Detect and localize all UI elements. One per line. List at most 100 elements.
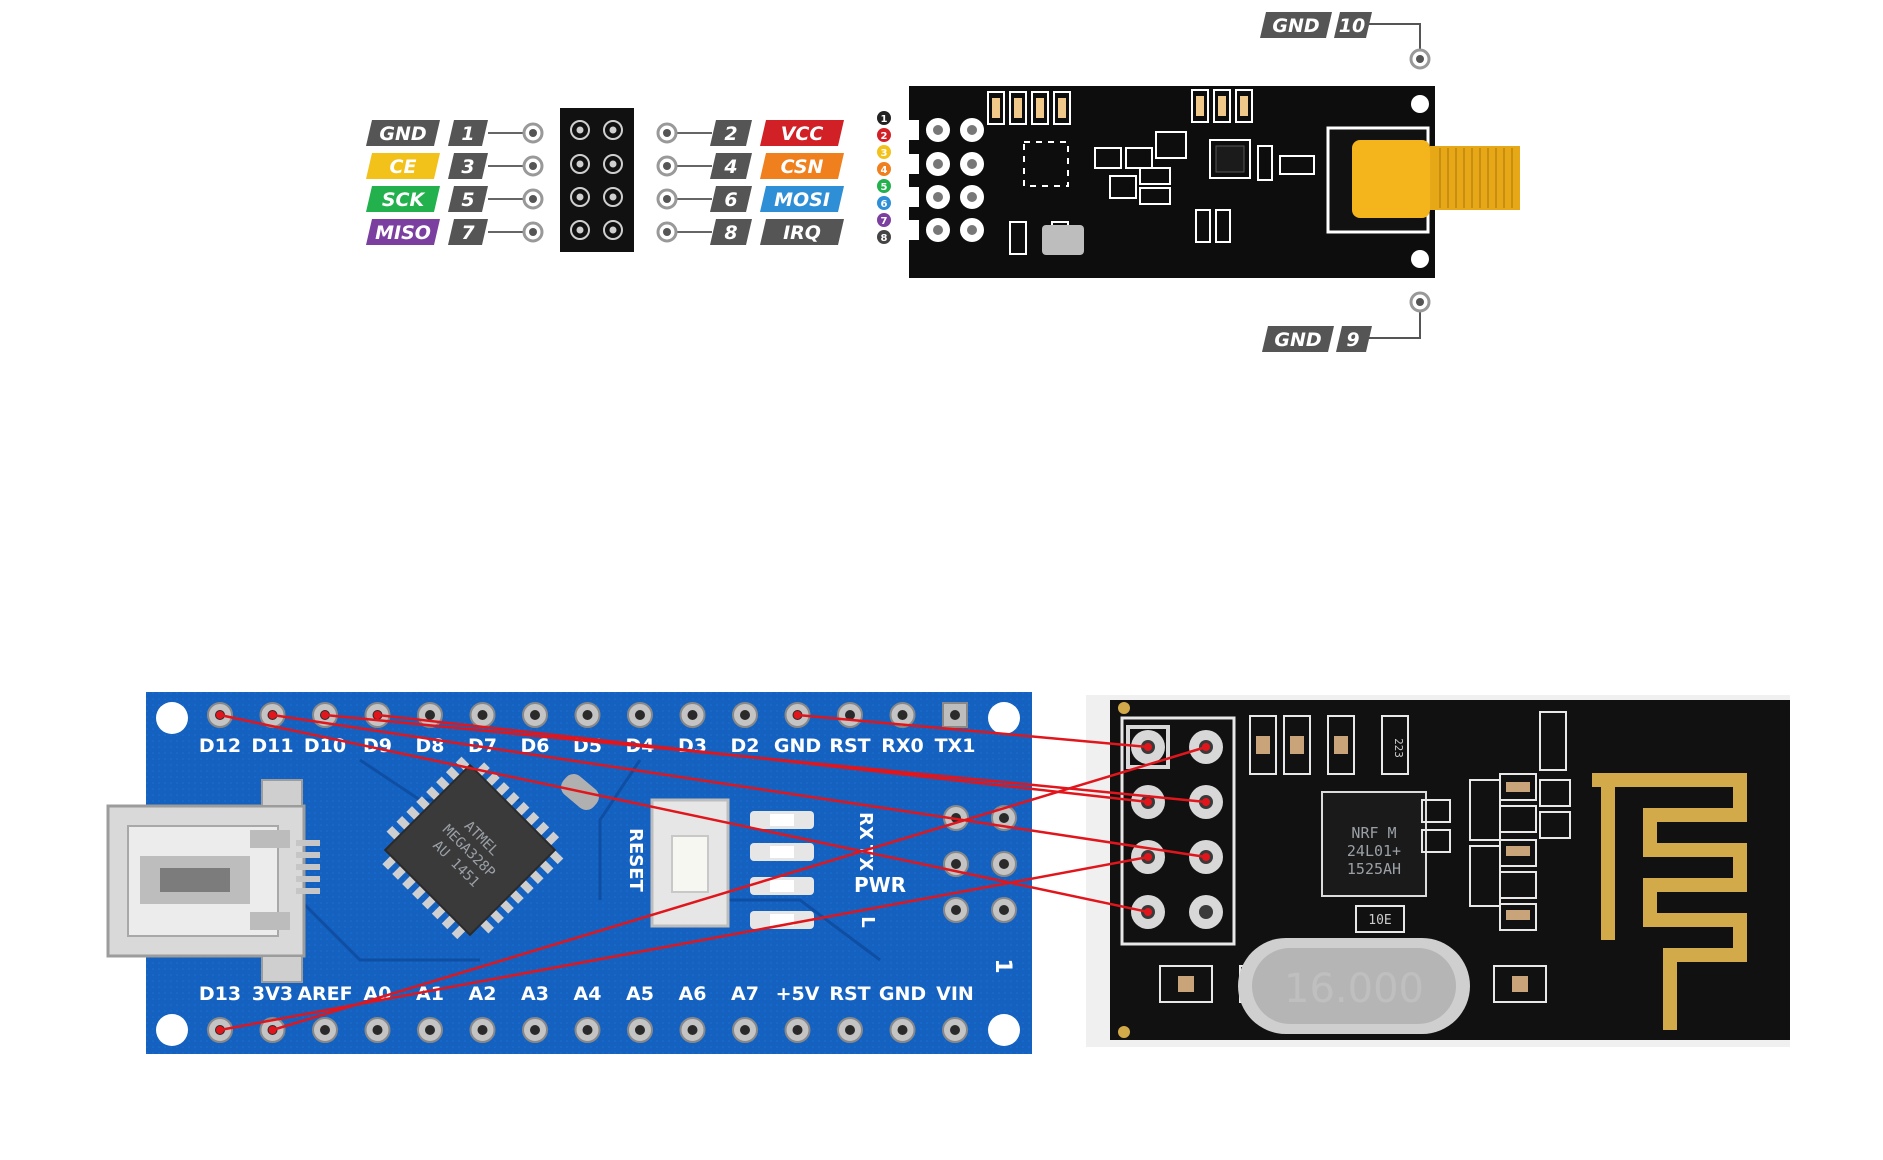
pin-8-number: 8 xyxy=(724,222,737,244)
nrf24l01-module: NRF M 24L01+ 1525AH 223 10E xyxy=(1086,695,1790,1047)
module-crystal-16mhz: 16.000 xyxy=(1238,938,1470,1034)
nano-pin-label: RX0 xyxy=(881,735,924,757)
nano-pin-plus5v: +5V xyxy=(776,983,820,1043)
module-ic xyxy=(1215,145,1245,173)
nano-pin-tx1: TX1 xyxy=(935,702,976,757)
nano-mount-hole-icon xyxy=(988,702,1020,734)
nano-pin-label: TX1 xyxy=(935,735,976,757)
pin-6-number-tag xyxy=(710,186,752,212)
crystal-label: 16.000 xyxy=(1284,966,1424,1012)
pin-5-label-tag xyxy=(366,186,440,212)
pin-3-label: CE xyxy=(390,156,417,178)
gnd-10-number-tag xyxy=(1334,12,1372,38)
module-pin-hole-icon xyxy=(967,125,977,135)
module-pin-1-pad-icon xyxy=(1126,725,1170,769)
connection-wires xyxy=(216,711,1210,1034)
index-number: 2 xyxy=(881,131,888,142)
nano-top-pin-row: D12D11D10D9D8D7D6D5D4D3D2GNDRSTRX0TX1 xyxy=(199,702,976,757)
module-header-outline xyxy=(1120,716,1236,946)
wire-3v3-to-pin-2 xyxy=(272,745,1207,1032)
pin-2-callout: 2 VCC xyxy=(656,120,844,146)
pin-3-label-tag xyxy=(366,153,440,179)
reset-label: RESET xyxy=(625,828,646,892)
header-pin-center-icon xyxy=(576,193,584,201)
nano-pin-label: D11 xyxy=(251,735,293,757)
pin-7-label-tag xyxy=(366,219,440,245)
pin-6-number: 6 xyxy=(724,189,737,211)
gnd-pin-10-callout: GND 10 xyxy=(1260,12,1431,70)
index-number: 3 xyxy=(881,148,888,159)
module-pin-hole-icon xyxy=(933,159,943,169)
nano-pin-label: D12 xyxy=(199,735,241,757)
pin-7-number-tag xyxy=(448,219,488,245)
index-number: 5 xyxy=(881,182,888,193)
nano-pin-label: D3 xyxy=(678,735,707,757)
header-pin-hole-icon xyxy=(603,220,623,240)
index-number: 4 xyxy=(881,165,888,176)
nano-pin-label: AREF xyxy=(297,983,352,1005)
index-dot-icon xyxy=(877,196,891,210)
header-pin-hole-icon xyxy=(603,120,623,140)
sma-connector-body xyxy=(1352,140,1430,218)
header-pin-hole-icon xyxy=(570,220,590,240)
pin-1-number: 1 xyxy=(461,123,474,145)
header-pin-hole-icon xyxy=(603,187,623,207)
header-pin-hole-icon xyxy=(570,154,590,174)
arduino-nano-board: ATMEL MEGA328P AU 1451 RESET RX TX PWR L… xyxy=(106,692,1032,1054)
wire-d11-to-pin-6 xyxy=(272,713,1207,859)
header-pin-hole-icon xyxy=(570,120,590,140)
pin-1-number-tag xyxy=(448,120,488,146)
nano-leds xyxy=(750,811,814,929)
sma-thread-lines xyxy=(1439,148,1513,208)
index-dot-icon xyxy=(877,128,891,142)
pcb-antenna-trace xyxy=(1592,773,1747,1030)
pin-4-number-tag xyxy=(710,153,752,179)
pin-2-number-tag xyxy=(710,120,752,146)
smd-label-223: 223 xyxy=(1392,738,1405,758)
pin-2-number: 2 xyxy=(724,123,737,145)
module-pin-hole-icon xyxy=(933,225,943,235)
nano-pin-d6: D6 xyxy=(521,702,550,757)
module-crystal xyxy=(1042,225,1084,255)
nano-pin-label: D6 xyxy=(521,735,550,757)
pin-2-label-tag xyxy=(760,120,844,146)
pin-6-label: MOSI xyxy=(774,189,830,211)
pin-8-label-tag xyxy=(760,219,844,245)
nano-pin-label: A3 xyxy=(521,983,549,1005)
header-pin-center-icon xyxy=(609,226,617,234)
nano-pin-label: +5V xyxy=(776,983,820,1005)
icsp-pin-one-mark: 1 xyxy=(990,958,1015,973)
nano-pin-a4: A4 xyxy=(574,983,601,1043)
rf-chip-line-3: 1525AH xyxy=(1347,860,1401,878)
nano-pin-label: VIN xyxy=(936,983,974,1005)
nano-mount-hole-icon xyxy=(156,702,188,734)
nano-pin-label: A6 xyxy=(679,983,707,1005)
reset-button[interactable]: RESET xyxy=(625,798,730,928)
nano-pin-a5: A5 xyxy=(626,983,654,1043)
pin-2-label: VCC xyxy=(781,123,824,145)
module-pin-hole-icon xyxy=(933,125,943,135)
nano-pin-aref: AREF xyxy=(297,983,353,1043)
wire-d12-to-pin-7 xyxy=(219,713,1149,914)
header-pin-hole-icon xyxy=(603,154,623,174)
nano-pin-label: 3V3 xyxy=(252,983,293,1005)
module-smd-parts xyxy=(1159,711,1571,1003)
rf-chip-line-1: NRF M xyxy=(1351,824,1396,842)
nano-pin-label: A7 xyxy=(731,983,759,1005)
nano-pin-a2: A2 xyxy=(469,983,496,1043)
led-label-pwr: PWR xyxy=(854,873,906,897)
nano-pin-d2: D2 xyxy=(731,702,760,757)
module-pin-holes xyxy=(909,118,984,242)
gnd-10-label: GND xyxy=(1272,15,1319,37)
header-pin-center-icon xyxy=(609,160,617,168)
nrf24l01-chip: NRF M 24L01+ 1525AH xyxy=(1321,791,1427,897)
index-dot-icon xyxy=(877,162,891,176)
pin-3-callout: 3CE xyxy=(366,153,544,179)
gnd-10-number: 10 xyxy=(1339,15,1365,37)
gnd-9-number: 9 xyxy=(1346,329,1359,351)
module-pin-hole-icon xyxy=(967,225,977,235)
index-dot-icon xyxy=(877,145,891,159)
